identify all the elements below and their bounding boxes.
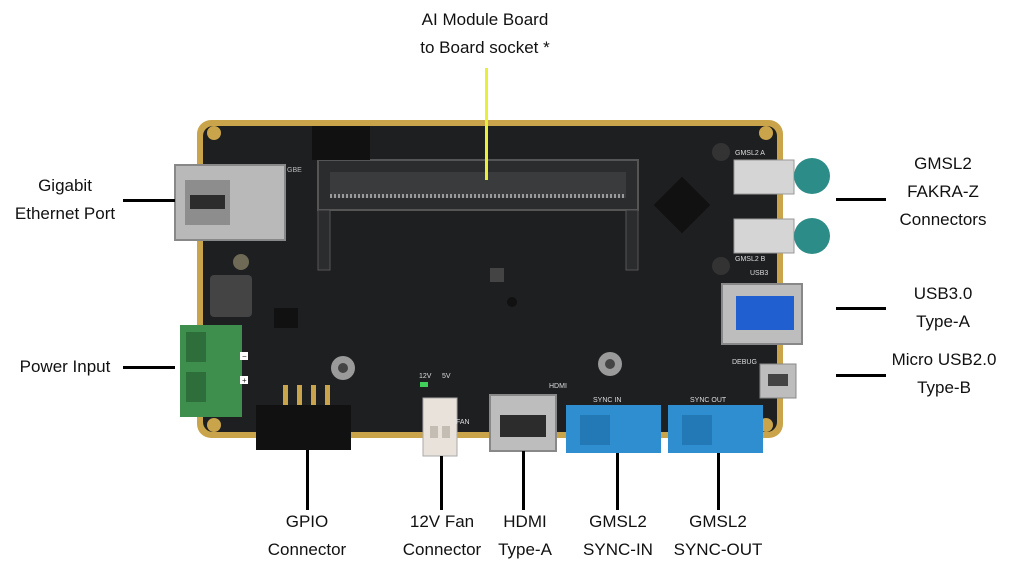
svg-text:GMSL2 B: GMSL2 B xyxy=(735,256,766,263)
svg-text:5V: 5V xyxy=(442,373,451,380)
socket-latch xyxy=(317,209,331,271)
usb3-leader xyxy=(836,307,886,310)
fakra-leader xyxy=(836,198,886,201)
svg-text:12V: 12V xyxy=(419,373,432,380)
svg-text:−: − xyxy=(242,352,247,361)
power-label: Power Input xyxy=(19,357,111,376)
sync-out-leader xyxy=(717,453,720,510)
svg-text:DEBUG: DEBUG xyxy=(732,359,757,366)
fan-leader xyxy=(440,456,443,510)
ic-chip xyxy=(274,308,298,328)
gpio-leader xyxy=(306,450,309,510)
standoff xyxy=(233,254,249,270)
mount-hole xyxy=(759,126,773,140)
mount-hole xyxy=(207,418,221,432)
power-leader xyxy=(123,366,175,369)
fakra-a xyxy=(794,158,830,194)
ethernet-leader xyxy=(123,199,175,202)
fakra-a-housing xyxy=(733,159,795,195)
sync-in-leader xyxy=(616,453,619,510)
svg-text:SYNC IN: SYNC IN xyxy=(593,397,621,404)
gpio-header xyxy=(256,405,351,450)
svg-text:GMSL2 A: GMSL2 A xyxy=(735,150,765,157)
svg-text:+: + xyxy=(242,376,247,385)
mount-hole xyxy=(207,126,221,140)
fan-connector xyxy=(422,397,458,457)
svg-text:SYNC OUT: SYNC OUT xyxy=(690,397,727,404)
fakra-b xyxy=(794,218,830,254)
header-block xyxy=(312,126,370,160)
svg-text:USB3: USB3 xyxy=(750,270,768,277)
socket-leader xyxy=(485,68,488,180)
svg-text:GBE: GBE xyxy=(287,167,302,174)
fakra-b-housing xyxy=(733,218,795,254)
inductor xyxy=(210,275,252,317)
microusb-leader xyxy=(836,374,886,377)
hdmi-leader xyxy=(522,451,525,510)
svg-text:HDMI: HDMI xyxy=(549,383,567,390)
socket-latch xyxy=(625,209,639,271)
svg-text:FAN: FAN xyxy=(456,419,470,426)
ic-chip xyxy=(490,268,504,282)
